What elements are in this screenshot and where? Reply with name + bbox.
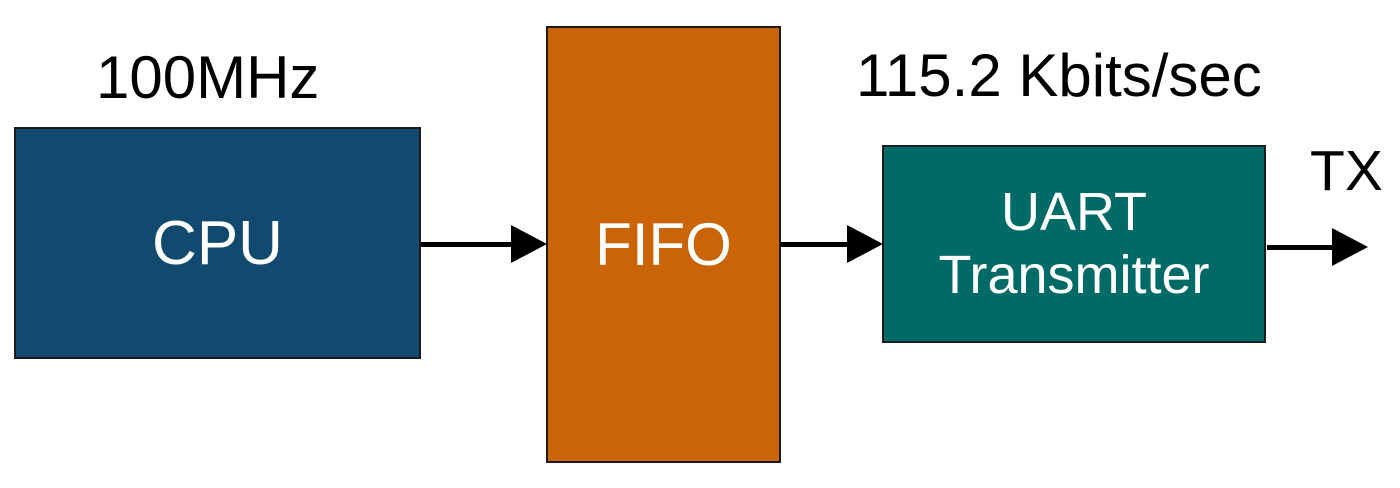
- uart-block-label-line2: Transmitter: [938, 245, 1210, 305]
- baud-rate-label: 115.2 Kbits/sec: [856, 42, 1262, 109]
- arrow-line: [781, 241, 847, 247]
- cpu-block-label: CPU: [152, 208, 283, 278]
- arrowhead-icon: [847, 225, 883, 263]
- fifo-block-label: FIFO: [595, 211, 732, 278]
- arrowhead-icon: [1332, 228, 1368, 266]
- cpu-clock-label: 100MHz: [96, 44, 320, 111]
- tx-signal-label: TX: [1310, 139, 1383, 203]
- arrow-line: [1267, 244, 1332, 250]
- arrow-cpu-to-fifo: [421, 225, 547, 263]
- arrow-fifo-to-uart: [781, 225, 883, 263]
- uart-block-label-line1: UART: [1000, 182, 1148, 243]
- fifo-block: FIFO: [546, 26, 781, 463]
- uart-transmitter-block: UART Transmitter: [882, 145, 1266, 343]
- arrow-uart-to-tx-output: [1267, 228, 1368, 266]
- cpu-block: CPU: [14, 127, 421, 359]
- arrow-line: [421, 241, 511, 247]
- arrowhead-icon: [511, 225, 547, 263]
